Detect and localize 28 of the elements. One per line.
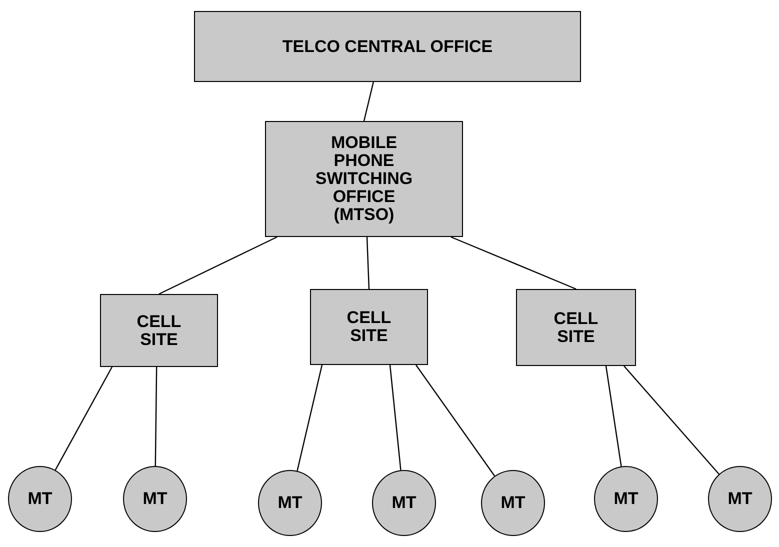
connector-line xyxy=(296,364,323,471)
node-label: CELL SITE xyxy=(552,310,600,346)
node-label: MOBILE PHONE SWITCHING OFFICE (MTSO) xyxy=(314,134,414,224)
connector-line xyxy=(624,366,720,475)
office-box xyxy=(194,11,581,82)
connector-line xyxy=(363,82,374,122)
connector-line xyxy=(389,364,402,470)
connector-line xyxy=(54,366,113,470)
node-label: MT xyxy=(392,494,416,512)
node-label: MT xyxy=(500,494,526,512)
node-label: CELL SITE xyxy=(136,312,182,348)
office-box xyxy=(310,289,428,365)
connector-line xyxy=(605,366,622,466)
connector-line xyxy=(366,236,370,290)
office-box xyxy=(516,289,636,366)
office-box xyxy=(100,294,218,367)
node-label: MT xyxy=(142,490,168,508)
connector-line xyxy=(450,236,576,290)
node-label: MT xyxy=(614,490,638,508)
node-label: MT xyxy=(278,494,302,512)
connector-line xyxy=(158,236,278,295)
node-label: MT xyxy=(728,490,752,508)
office-box xyxy=(265,121,463,237)
node-label: TELCO CENTRAL OFFICE xyxy=(282,38,493,56)
connector-line xyxy=(154,367,158,466)
node-label: CELL SITE xyxy=(346,309,392,345)
node-label: MT xyxy=(28,490,52,508)
connector-line xyxy=(416,364,496,476)
